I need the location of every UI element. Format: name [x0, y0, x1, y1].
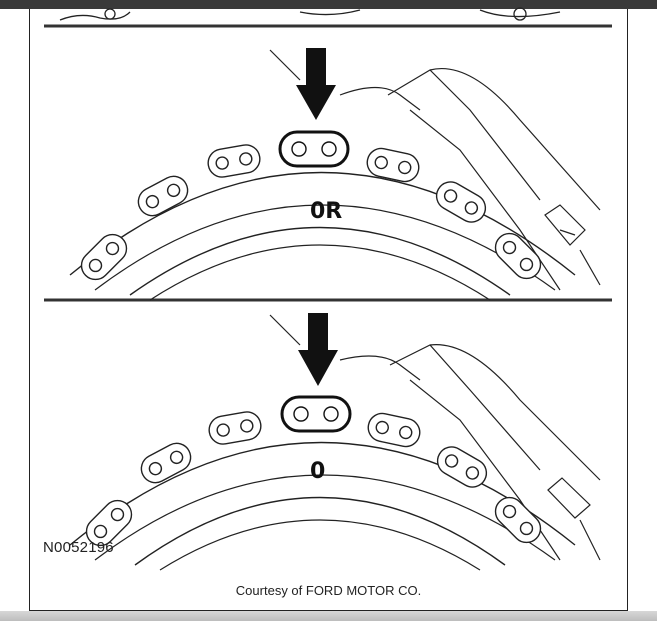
- credit-line: Courtesy of FORD MOTOR CO.: [235, 583, 422, 598]
- timing-mark-label: 0R: [310, 199, 342, 224]
- arrow-icon: [296, 48, 336, 120]
- timing-mark-label: 0: [310, 459, 325, 484]
- figure-id-label: N0052196: [43, 539, 114, 556]
- chain-links: [80, 144, 542, 281]
- previous-panel-remnant: [59, 7, 561, 21]
- panel-top: 0R: [69, 48, 601, 301]
- marked-chain-link: [280, 395, 352, 433]
- window-bottom-bar: [0, 611, 657, 621]
- marked-chain-link: [278, 130, 350, 168]
- window-top-bar: [0, 0, 657, 9]
- panel-bottom: 0: [69, 313, 601, 571]
- arrow-icon: [298, 313, 338, 386]
- chain-links: [85, 411, 542, 547]
